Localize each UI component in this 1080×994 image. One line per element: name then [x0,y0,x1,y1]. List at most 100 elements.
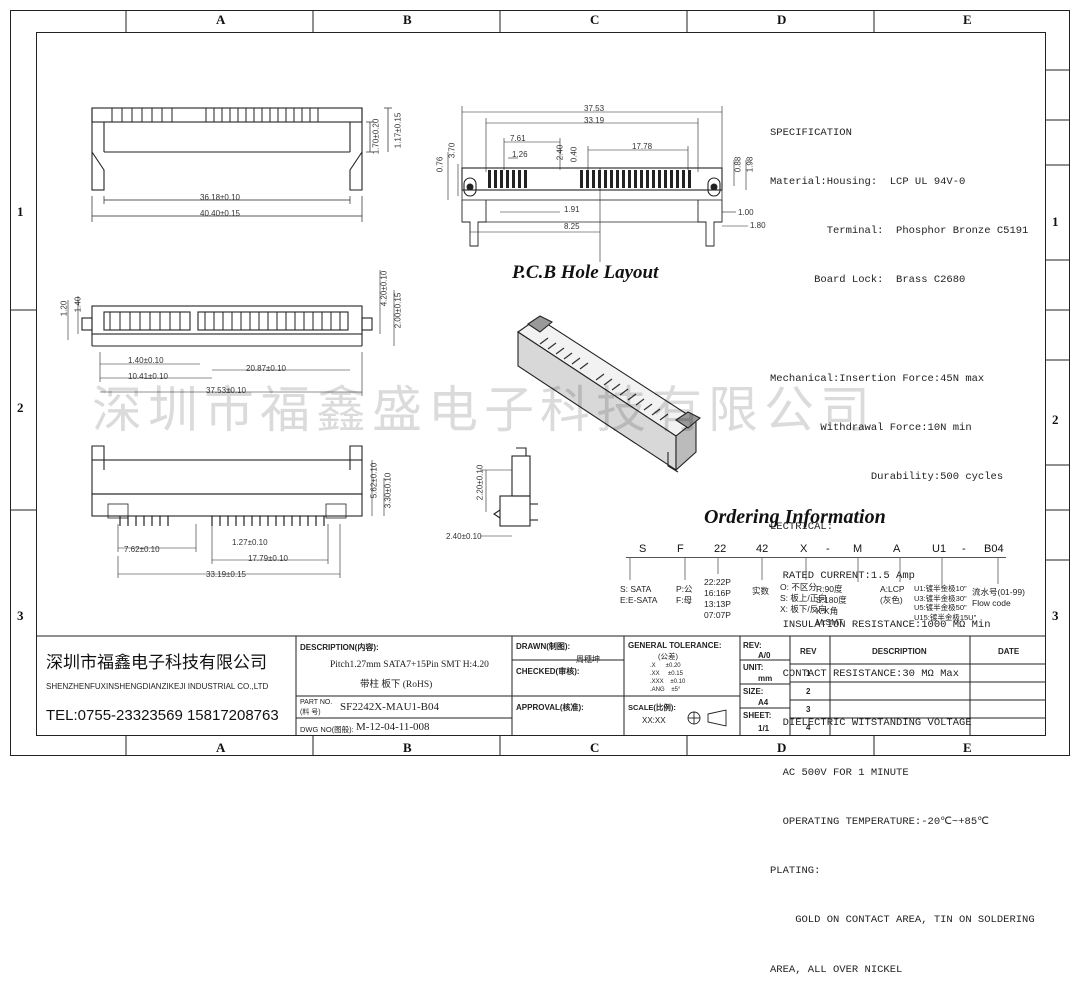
zone-col-b-bottom: B [403,740,412,755]
opt-a: A:LCP (灰色) [880,584,905,605]
dim-pcb-198: 1.98 [745,156,755,173]
dim-pcb-w1: 37.53 [584,104,605,113]
dim-top1: 36.18±0.10 [200,193,240,202]
code-a: A [893,543,901,555]
description-column-head: DESCRIPTION [872,647,927,656]
desc-label: DESCRIPTION(内容): [300,643,379,652]
company-name-cn: 深圳市福鑫电子科技有限公司 [46,653,267,673]
spec-line: Terminal: Phosphor Bronze C5191 [770,225,1029,238]
drawn-label: DRAWN(制图): [516,642,571,651]
zone-row-1-right: 1 [1052,214,1059,229]
pins-bottom [119,516,325,526]
rev-label: REV: [743,641,762,650]
watermark: 深圳市福鑫盛电子科技有限公司 [92,381,876,439]
spec-line: Mechanical:Insertion Force:45N max [770,372,985,385]
zone-row-3-left: 3 [17,608,24,623]
dim-bot-3319: 33.19±0.15 [206,570,246,579]
checked-label: CHECKED(审核): [516,667,580,676]
spec-line: CONTACT RESISTANCE:30 MΩ Max [770,668,960,681]
drawing-canvas [10,10,1070,756]
opt-s: S: SATA E:E-SATA [620,584,658,605]
dim-mid-200: 2.00±0.15 [393,292,403,329]
partno-sub: (料 号) [300,709,321,716]
zone-col-d-bottom: D [777,740,787,755]
company-tel: TEL:0755-23323569 15817208763 [46,707,279,724]
zone-row-3-right: 3 [1052,608,1059,623]
dim-pcb-191: 1.91 [564,205,580,214]
dwg-value: M-12-04-11-008 [356,721,430,733]
pins-top [111,108,319,122]
spec-line: GOLD ON CONTACT AREA, TIN ON SOLDERING [770,914,1035,927]
zone-col-e-bottom: E [963,740,972,755]
sheet-value: 1/1 [758,724,770,733]
tolerance-sub: (公差) [658,652,678,661]
rev-row: 1 [806,669,811,678]
rev-row: 4 [806,723,811,732]
opt-x: O: 不区分 S: 板上/正向 X: 板下/反向 [780,582,827,614]
code-22: 22 [714,543,727,555]
dim-pcb-088: 0.88 [733,156,743,173]
dim-mid-420: 4.20±0.10 [379,270,389,307]
spec-line: SPECIFICATION [770,126,852,139]
dim-top2: 40.40±0.15 [200,209,240,218]
dim-pcb-370: 3.70 [447,142,457,159]
zone-row-2-right: 2 [1052,412,1059,427]
scale-value: XX:XX [642,716,666,725]
spec-line: AREA, ALL OVER NICKEL [770,963,903,976]
dim-bot-562: 5.62±0.10 [369,462,379,499]
dim-side-220: 2.20±0.10 [475,464,485,501]
zone-col-a-top: A [216,12,226,27]
tolerance-row: .XX ±0.15 [650,671,683,677]
unit-value: mm [758,674,773,683]
outer-frame [10,10,1070,756]
desc-line1: Pitch1.27mm SATA7+15Pin SMT H:4.20 [330,660,489,670]
pcb-hole-layout [461,167,723,247]
zone-col-e-top: E [963,12,972,27]
spec-line: Durability:500 cycles [770,471,1004,484]
tolerance-row: .XXX ±0.10 [650,679,686,685]
code-u1: U1 [932,543,947,555]
code-b04: B04 [984,543,1004,555]
opt-pins: 22:22P 16:16P 13:13P 07:07P [704,577,731,620]
partno-label: PART NO. [300,699,333,706]
desc-line2: 带柱 板下 (RoHS) [360,680,433,690]
code-underline [626,557,1006,558]
company-name-en: SHENZHENFUXINSHENGDIANZIKEJI INDUSTRIAL … [46,682,269,691]
dim-mid-120: 1.20 [59,300,69,317]
zone-col-d-top: D [777,12,787,27]
dim-pcb-040: 0.40 [569,146,579,163]
dim-bot-330: 3.30±0.10 [383,472,393,509]
drawn-value: 周穗坤 [576,655,600,664]
dim-mid-140b: 1.40±0.10 [128,356,164,365]
side-view-middle [81,305,373,347]
dim-top-h1: 1.70±0.20 [371,118,381,155]
code-f: F [677,543,684,555]
dim-bot-762: 7.62±0.10 [124,545,160,554]
partno-value: SF2242X-MAU1-B04 [340,701,440,713]
dim-bot-127: 1.27±0.10 [232,538,268,547]
zone-col-b-top: B [403,12,412,27]
opt-f: P:公 F:母 [676,584,693,605]
dim-mid-2087: 20.87±0.10 [246,364,286,373]
bottom-view [91,445,363,519]
pcb-heading: P.C.B Hole Layout [512,262,659,283]
dim-pcb-076: 0.76 [435,156,445,173]
code-dash1: - [826,543,830,555]
dim-pcb-w2: 33.19 [584,116,605,125]
dim-pcb-825: 8.25 [564,222,580,231]
spec-line: OPERATING TEMPERATURE:-20℃~+85℃ [770,815,989,828]
spec-line: AC 500V FOR 1 MINUTE [770,766,909,779]
rev-column-head: REV [800,647,817,656]
dim-mid-140: 1.40 [73,296,83,313]
opt-m: R:90度 S:180度 K:K角 M:SMT [816,584,847,627]
zone-row-1-left: 1 [17,204,24,219]
dim-pcb-180: 1.80 [750,221,766,230]
tolerance-label: GENERAL TOLERANCE: [628,641,722,650]
top-view [91,107,363,191]
dim-mid-3753: 37.53±0.10 [206,386,246,395]
date-column-head: DATE [998,647,1020,656]
iso-connector [517,315,701,473]
code-42: 42 [756,543,769,555]
spec-line: Withdrawal Force:10N min [770,422,972,435]
zone-col-c-top: C [590,12,600,27]
